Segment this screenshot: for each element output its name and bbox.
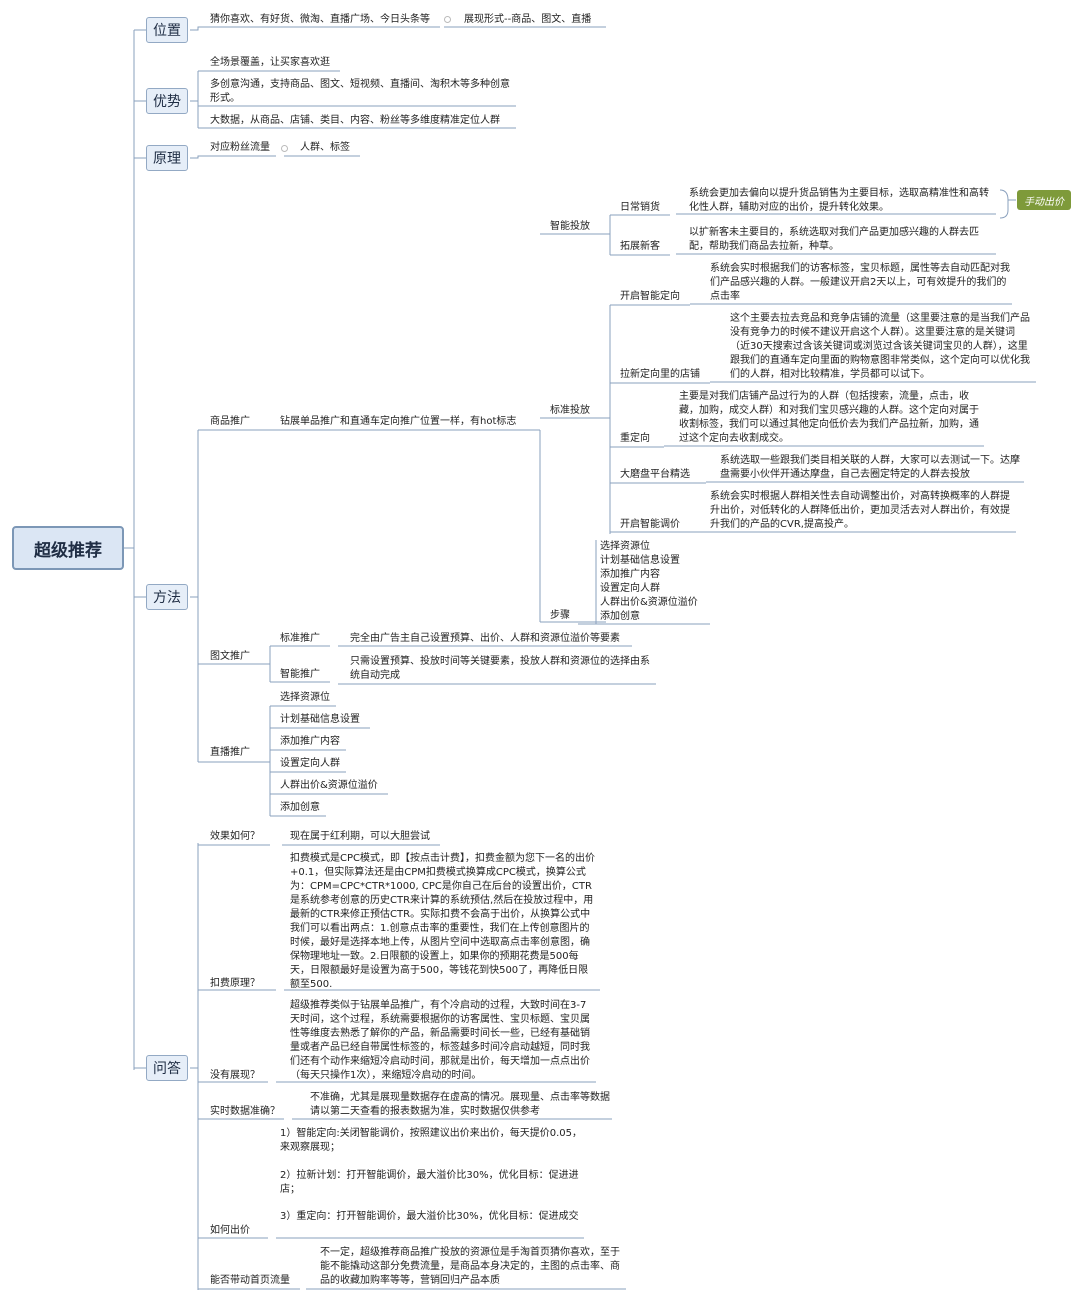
weizhi-channels[interactable]: 猜你喜欢、有好货、微淘、直播广场、今日头条等 xyxy=(210,14,430,25)
tuwen-biaozhun-text[interactable]: 完全由广告主自己设置预算、出价、人群和资源位溢价等要素 xyxy=(350,633,620,644)
yuanli-leaf[interactable]: 人群、标签 xyxy=(300,142,350,153)
tuwen-biaozhun-label[interactable]: 标准推广 xyxy=(280,633,320,644)
qa-5-answer[interactable]: 不一定，超级推荐商品推广投放的资源位是手淘首页猜你喜欢，至于能不能撬动这部分免费… xyxy=(320,1247,620,1286)
shangpin-desc[interactable]: 钻展单品推广和直通车定向推广位置一样，有hot标志 xyxy=(280,416,517,427)
bz-item-1-label[interactable]: 拉新定向里的店铺 xyxy=(620,369,700,380)
root-node[interactable]: 超级推荐 xyxy=(12,526,124,570)
qa-2-answer[interactable]: 超级推荐类似于钻展单品推广，有个冷启动的过程，大致时间在3-7天时间，这个过程，… xyxy=(290,1000,590,1081)
tuozhan-text[interactable]: 以扩新客未主要目的，系统选取对我们产品更加感兴趣的人群去匹配，帮助我们商品去拉新… xyxy=(689,227,979,252)
buzhou-step-3[interactable]: 设置定向人群 xyxy=(600,583,660,594)
weizhi-format[interactable]: 展现形式--商品、图文、直播 xyxy=(464,14,592,25)
buzhou-step-4[interactable]: 人群出价&资源位溢价 xyxy=(600,597,698,608)
richang-xiaohuo[interactable]: 日常销货 xyxy=(620,202,660,213)
zhineng-toufang[interactable]: 智能投放 xyxy=(550,221,590,232)
shangpin-label[interactable]: 商品推广 xyxy=(210,416,250,427)
tuwen-label[interactable]: 图文推广 xyxy=(210,651,250,662)
buzhou-label[interactable]: 步骤 xyxy=(550,610,570,621)
branch-weizhi[interactable]: 位置 xyxy=(146,17,188,43)
tuozhan-xinke[interactable]: 拓展新客 xyxy=(620,241,660,252)
buzhou-step-1[interactable]: 计划基础信息设置 xyxy=(600,555,680,566)
biaozhun-toufang[interactable]: 标准投放 xyxy=(550,405,590,416)
manual-bid-tag[interactable]: 手动出价 xyxy=(1017,190,1071,210)
bz-item-3-text[interactable]: 系统选取一些跟我们类目相关联的人群，大家可以去测试一下。达摩盘需要小伙伴开通达摩… xyxy=(720,455,1020,480)
branch-youshi[interactable]: 优势 xyxy=(146,88,188,114)
bz-item-4-text[interactable]: 系统会实时根据人群相关性去自动调整出价，对高转换概率的人群提升出价，对低转化的人… xyxy=(710,491,1010,530)
qa-0-question[interactable]: 效果如何？ xyxy=(210,831,260,842)
qa-4-question[interactable]: 如何出价 xyxy=(210,1225,250,1236)
zhibo-label[interactable]: 直播推广 xyxy=(210,747,250,758)
qa-4-answer-2[interactable]: 2）拉新计划：打开智能调价，最大溢价比30%，优化目标：促进进店； xyxy=(280,1170,579,1195)
buzhou-step-2[interactable]: 添加推广内容 xyxy=(600,569,660,580)
tuwen-zhineng-text[interactable]: 只需设置预算、投放时间等关键要素，投放人群和资源位的选择由系统自动完成 xyxy=(350,656,650,681)
youshi-item-2[interactable]: 大数据，从商品、店铺、类目、内容、粉丝等多维度精准定位人群 xyxy=(210,115,500,126)
zhibo-step-2[interactable]: 添加推广内容 xyxy=(280,736,340,747)
branch-yuanli[interactable]: 原理 xyxy=(146,145,188,171)
zhibo-step-3[interactable]: 设置定向人群 xyxy=(280,758,340,769)
branch-fangfa[interactable]: 方法 xyxy=(146,584,188,610)
bz-item-0-text[interactable]: 系统会实时根据我们的访客标签，宝贝标题，属性等去自动匹配对我们产品感兴趣的人群。… xyxy=(710,263,1010,302)
collapse-dot xyxy=(281,145,288,152)
buzhou-step-0[interactable]: 选择资源位 xyxy=(600,541,650,552)
qa-1-question[interactable]: 扣费原理？ xyxy=(210,978,260,989)
collapse-dot xyxy=(444,16,451,23)
qa-3-question[interactable]: 实时数据准确？ xyxy=(210,1106,280,1117)
bz-item-2-text[interactable]: 主要是对我们店铺产品过行为的人群（包括搜索，流量，点击，收藏，加购，成交人群）和… xyxy=(679,391,979,444)
zhibo-step-1[interactable]: 计划基础信息设置 xyxy=(280,714,360,725)
zhibo-step-4[interactable]: 人群出价&资源位溢价 xyxy=(280,780,378,791)
bz-item-0-label[interactable]: 开启智能定向 xyxy=(620,291,680,302)
zhibo-step-0[interactable]: 选择资源位 xyxy=(280,692,330,703)
bz-item-3-label[interactable]: 大磨盘平台精选 xyxy=(620,469,690,480)
qa-5-question[interactable]: 能否带动首页流量 xyxy=(210,1275,290,1286)
yuanli-child[interactable]: 对应粉丝流量 xyxy=(210,142,270,153)
zhibo-step-5[interactable]: 添加创意 xyxy=(280,802,320,813)
qa-4-answer-3[interactable]: 3）重定向：打开智能调价，最大溢价比30%，优化目标：促进成交 xyxy=(280,1211,579,1222)
qa-4-answer-1[interactable]: 1）智能定向:关闭智能调价，按照建议出价来出价，每天提价0.05，来观察展现； xyxy=(280,1128,582,1153)
qa-3-answer[interactable]: 不准确，尤其是展现量数据存在虚高的情况。展现量、点击率等数据请以第二天查看的报表… xyxy=(310,1092,610,1117)
branch-wenda[interactable]: 问答 xyxy=(146,1055,188,1081)
qa-2-question[interactable]: 没有展现？ xyxy=(210,1070,260,1081)
youshi-item-0[interactable]: 全场景覆盖，让买家喜欢逛 xyxy=(210,57,330,68)
buzhou-step-5[interactable]: 添加创意 xyxy=(600,611,640,622)
bz-item-4-label[interactable]: 开启智能调价 xyxy=(620,519,680,530)
qa-0-answer[interactable]: 现在属于红利期，可以大胆尝试 xyxy=(290,831,430,842)
qa-1-answer[interactable]: 扣费模式是CPC模式，即【按点击计费】，扣费金额为您下一名的出价+0.1，但实际… xyxy=(290,853,595,990)
tuwen-zhineng-label[interactable]: 智能推广 xyxy=(280,669,320,680)
richang-text[interactable]: 系统会更加去偏向以提升货品销售为主要目标，选取高精准性和高转化性人群，辅助对应的… xyxy=(689,188,989,213)
youshi-item-1[interactable]: 多创意沟通，支持商品、图文、短视频、直播间、淘积木等多种创意形式。 xyxy=(210,79,510,104)
bz-item-1-text[interactable]: 这个主要去拉去竞品和竞争店铺的流量（这里要注意的是当我们产品没有竞争力的时候不建… xyxy=(730,313,1030,380)
bz-item-2-label[interactable]: 重定向 xyxy=(620,433,650,444)
